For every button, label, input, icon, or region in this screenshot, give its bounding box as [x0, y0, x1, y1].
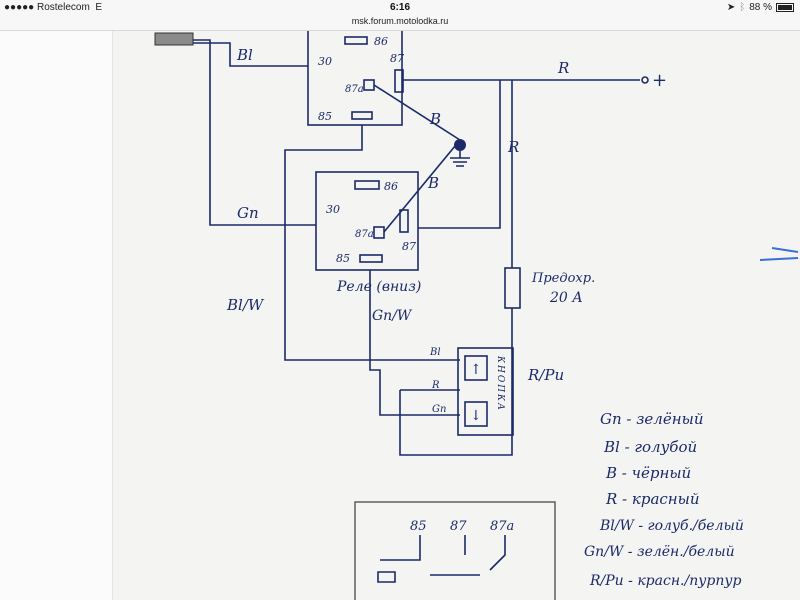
wire-bl-w: Bl/W [226, 296, 265, 314]
legend-item: R/Pu - красн./пурпур [589, 573, 741, 589]
status-bar: ●●●●● Rostelecom E 6:16 msk.forum.motolo… [0, 0, 800, 31]
plus-terminal: + [652, 70, 667, 91]
fuse [504, 267, 521, 309]
button-label: КНОПКА [495, 355, 505, 412]
button-up-arrow: ↑ [470, 362, 482, 378]
wire-bl: Bl [236, 46, 253, 64]
wire-b-1: B [429, 110, 441, 128]
network-type: E [95, 2, 103, 13]
wire-gn-w: Gn/W [372, 308, 413, 324]
carrier: ●●●●● Rostelecom [4, 2, 90, 13]
wire-r-vert: R [507, 138, 519, 156]
wire-r-pu: R/Pu [527, 366, 564, 384]
relay1-pin-85: 85 [318, 110, 332, 123]
ground-icon [454, 139, 466, 151]
relay2-pin-87a: 87a [355, 229, 374, 240]
battery-percent: 88 % [749, 2, 772, 13]
fuse-rating: 20 А [549, 290, 583, 306]
legend-item: Gn - зелёный [600, 410, 704, 428]
wire-gn: Gn [237, 204, 259, 222]
relay1-pin-87: 87 [390, 52, 404, 65]
relay1-pin-87a: 87a [345, 84, 364, 95]
location-icon: ➤ [726, 2, 736, 13]
url-bar[interactable]: msk.forum.motolodka.ru [351, 16, 449, 26]
page-margin [0, 31, 113, 600]
relay-schematic-box [354, 501, 556, 600]
wire-b-2: B [427, 174, 439, 192]
diagram-page [0, 31, 800, 600]
bottom-pin-87: 87 [450, 519, 467, 534]
bottom-pin-87a: 87a [490, 519, 514, 534]
relay1-pin-30: 30 [318, 55, 332, 68]
button-down-arrow: ↓ [470, 408, 482, 424]
legend: Gn - зелёный Bl - голубой B - чёрный R -… [584, 410, 744, 589]
bluetooth-icon: ᛒ [739, 2, 746, 13]
relay2-pin-87: 87 [402, 240, 416, 253]
relay1-pin-86: 86 [374, 35, 388, 48]
relay2-caption: Реле (вниз) [336, 279, 421, 295]
wire-r-top: R [557, 59, 569, 77]
button-wire-r: R [431, 380, 440, 391]
connector [154, 32, 194, 46]
relay2-pin-86: 86 [384, 180, 398, 193]
legend-item: B - чёрный [605, 464, 691, 482]
battery-icon [776, 3, 794, 12]
clock: 6:16 [389, 2, 410, 13]
legend-item: Gn/W - зелён./белый [584, 544, 735, 560]
legend-item: R - красный [605, 490, 700, 508]
button-wire-bl: Bl [429, 347, 441, 358]
bottom-pin-85: 85 [410, 519, 427, 534]
button-switch [457, 347, 514, 436]
relay2-pin-30: 30 [326, 203, 340, 216]
fuse-label: Предохр. [531, 271, 595, 286]
relay2-pin-85: 85 [336, 252, 350, 265]
legend-item: Bl/W - голуб./белый [599, 518, 744, 534]
button-wire-gn: Gn [432, 404, 446, 415]
relay-2 [315, 171, 419, 271]
legend-item: Bl - голубой [603, 438, 697, 456]
